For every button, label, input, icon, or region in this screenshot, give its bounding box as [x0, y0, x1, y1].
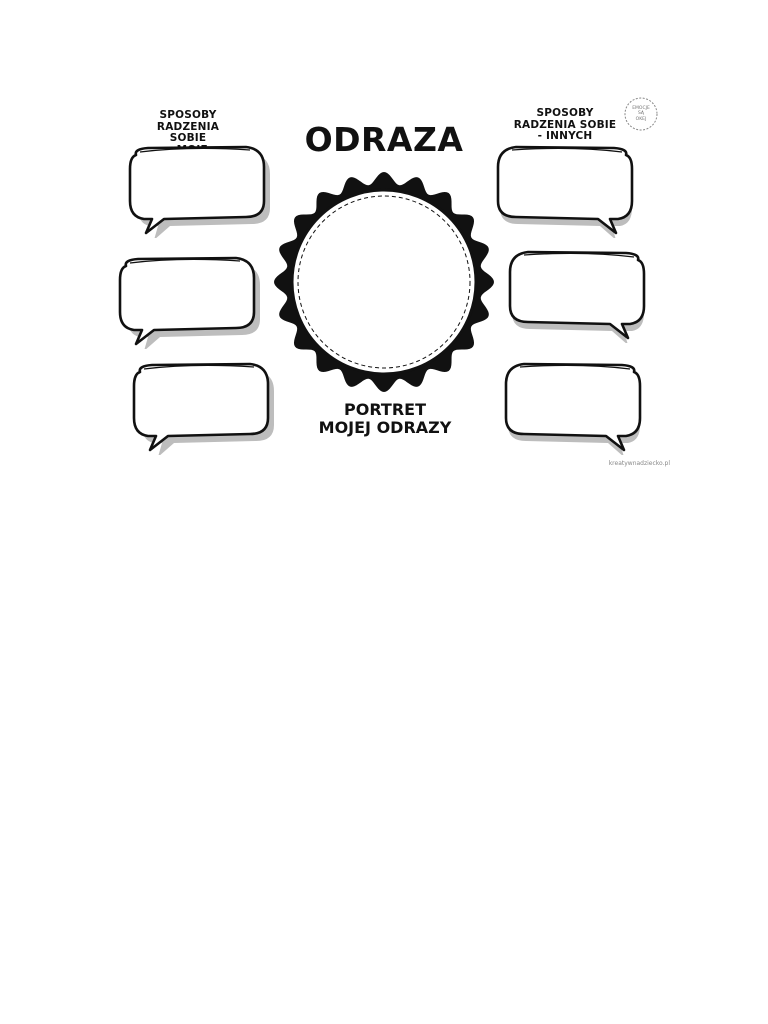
- speech-bubble-icon: [504, 362, 642, 455]
- right-heading-line1: SPOSOBY: [536, 107, 594, 119]
- left-heading-line2: RADZENIA SOBIE: [156, 120, 220, 145]
- scalloped-frame-icon: [274, 172, 494, 392]
- portrait-caption-line2: MOJEJ ODRAZY: [318, 417, 452, 437]
- portrait-caption: PORTRET MOJEJ ODRAZY: [300, 401, 470, 436]
- left-heading-line1: SPOSOBY: [159, 109, 217, 121]
- portrait-caption-line1: PORTRET: [343, 400, 426, 419]
- speech-bubble-icon: [128, 145, 270, 238]
- right-heading-line2: RADZENIA SOBIE: [513, 118, 617, 131]
- stamp-line3: OKEJ: [635, 116, 647, 122]
- credit-text: kreatywnadziecko.pl: [608, 460, 670, 467]
- right-heading-line3: - INNYCH: [537, 130, 593, 143]
- speech-bubble-icon: [496, 145, 634, 238]
- speech-bubble-icon: [118, 256, 260, 349]
- page-title: ODRAZA: [304, 120, 464, 159]
- stamp-line1: EMOCJE: [632, 105, 650, 111]
- speech-bubble-icon: [132, 362, 274, 455]
- stamp-line2: SĄ: [638, 111, 644, 117]
- round-stamp-icon: EMOCJE SĄ OKEJ: [623, 96, 659, 132]
- right-column-heading: SPOSOBY RADZENIA SOBIE - INNYCH: [510, 107, 620, 143]
- speech-bubble-icon: [508, 250, 646, 343]
